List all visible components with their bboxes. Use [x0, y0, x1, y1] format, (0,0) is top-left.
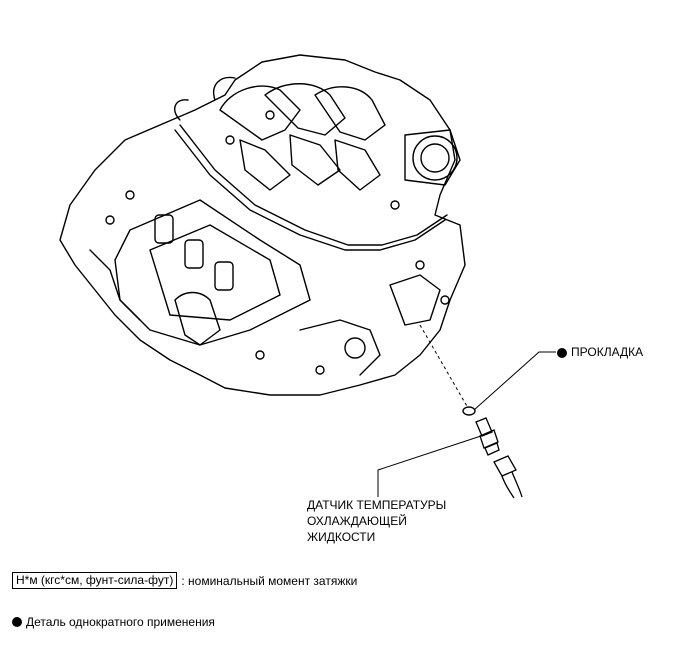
sensor-label-line-1: ДАТЧИК ТЕМПЕРАТУРЫ: [307, 498, 447, 512]
one-time-part-legend-text: Деталь однократного применения: [26, 615, 215, 629]
sensor-label-line-2: ОХЛАЖДАЮЩЕЙ: [307, 514, 407, 528]
gasket-label-text: ПРОКЛАДКА: [571, 345, 644, 359]
engine-block-drawing: [59, 54, 466, 396]
gasket-part: [462, 406, 476, 416]
sensor-connector-part: [493, 455, 523, 499]
torque-unit-box: Н*м (кгс*см, фунт-сила-фут): [12, 572, 178, 589]
one-time-part-legend: Деталь однократного применения: [12, 614, 215, 630]
torque-legend: Н*м (кгс*см, фунт-сила-фут) : номинальны…: [12, 572, 357, 589]
sensor-leader-line: [377, 433, 488, 497]
gasket-label: ПРОКЛАДКА: [557, 345, 643, 360]
install-guide-line: [419, 324, 469, 409]
filled-circle-icon: [12, 617, 22, 627]
torque-legend-text: : номинальный момент затяжки: [181, 573, 358, 588]
filled-circle-icon: [557, 347, 567, 358]
coolant-temperature-sensor-part: [475, 417, 500, 456]
gasket-leader-line: [473, 351, 556, 411]
sensor-label-line-3: ЖИДКОСТИ: [307, 530, 376, 544]
sensor-label: ДАТЧИК ТЕМПЕРАТУРЫ ОХЛАЖДАЮЩЕЙ ЖИДКОСТИ: [307, 497, 446, 545]
